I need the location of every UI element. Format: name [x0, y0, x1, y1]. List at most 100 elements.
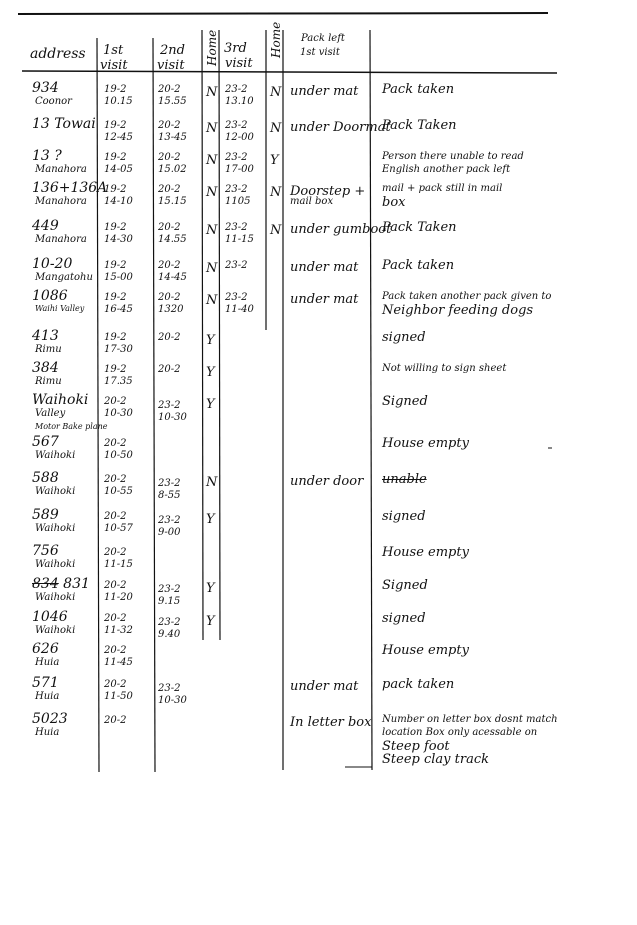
- row-address: Mangatohu: [35, 272, 93, 283]
- row-notes: Pack Taken: [382, 118, 457, 133]
- row-first-visit: 20-2: [104, 613, 127, 624]
- row-second-visit: 20-2: [158, 364, 181, 375]
- row-notes: House empty: [382, 643, 469, 658]
- row-address: 756: [32, 543, 59, 559]
- row-home-third: N: [270, 185, 282, 200]
- row-home-third: N: [270, 223, 282, 238]
- row-home-first: N: [206, 475, 218, 490]
- row-third-visit: 11-15: [225, 234, 254, 245]
- row-home-first: N: [206, 85, 218, 100]
- header-second-visit-sub: visit: [157, 58, 185, 73]
- row-notes: signed: [382, 509, 426, 524]
- row-address: 5023: [32, 711, 68, 727]
- row-pack-left: under mat: [290, 679, 359, 694]
- row-address: Manahora: [35, 164, 87, 175]
- row-second-visit: 13-45: [158, 132, 187, 143]
- row-notes: box: [382, 195, 406, 210]
- row-third-visit: 1105: [225, 196, 251, 207]
- row-second-visit: 23-2: [158, 400, 181, 411]
- row-second-visit: 15.55: [158, 96, 187, 107]
- row-first-visit: 11-15: [104, 559, 133, 570]
- header-pack-left-sub: 1st visit: [300, 47, 340, 58]
- row-first-visit: 16-45: [104, 304, 133, 315]
- row-home-first: N: [206, 153, 218, 168]
- row-second-visit: 14.55: [158, 234, 187, 245]
- row-first-visit: 10-30: [104, 408, 133, 419]
- row-pack-left: under mat: [290, 260, 359, 275]
- row-address: 13 ?: [32, 148, 62, 164]
- row-notes: location Box only acessable on: [382, 727, 538, 738]
- row-notes: Not willing to sign sheet: [382, 363, 507, 374]
- row-notes: mail + pack still in mail: [382, 183, 503, 194]
- row-address: Rimu: [35, 376, 62, 387]
- row-notes: Steep clay track: [382, 752, 489, 767]
- row-first-visit: 10-55: [104, 486, 133, 497]
- row-notes: signed: [382, 611, 426, 626]
- row-home-third: N: [270, 85, 282, 100]
- row-first-visit: 19-2: [104, 332, 127, 343]
- row-notes: Pack Taken: [382, 220, 457, 235]
- row-second-visit: 1320: [158, 304, 184, 315]
- row-first-visit: 20-2: [104, 474, 127, 485]
- row-home-first: Y: [206, 581, 215, 596]
- row-second-visit: 20-2: [158, 292, 181, 303]
- row-third-visit: 23-2: [225, 84, 248, 95]
- row-first-visit: 20-2: [104, 580, 127, 591]
- header-first-visit: 1st: [103, 43, 124, 58]
- row-third-visit: 23-2: [225, 152, 248, 163]
- row-address: 567: [32, 434, 59, 450]
- row-home-first: Y: [206, 512, 215, 527]
- row-pack-left: mail box: [290, 196, 334, 207]
- row-pack-left: Doorstep +: [290, 184, 366, 199]
- row-notes: Number on letter box dosnt match: [382, 714, 558, 725]
- row-notes: signed: [382, 330, 426, 345]
- row-first-visit: 20-2: [104, 511, 127, 522]
- row-second-visit: 20-2: [158, 84, 181, 95]
- row-first-visit: 17-30: [104, 344, 133, 355]
- row-notes: Pack taken: [382, 258, 455, 273]
- row-first-visit: 19-2: [104, 120, 127, 131]
- row-second-visit: 14-45: [158, 272, 187, 283]
- header-third-visit-sub: visit: [225, 56, 253, 71]
- row-address: Waihi Valley: [35, 304, 85, 313]
- row-second-visit: 20-2: [158, 332, 181, 343]
- row-notes: pack taken: [382, 677, 455, 692]
- row-address: Rimu: [35, 344, 62, 355]
- row-first-visit: 20-2: [104, 715, 127, 726]
- row-second-visit: 15.02: [158, 164, 187, 175]
- row-first-visit: 10-50: [104, 450, 133, 461]
- row-home-third: Y: [270, 153, 279, 168]
- row-address: Manahora: [35, 196, 87, 207]
- row-address: Motor Bake plane: [35, 422, 108, 431]
- header-first-visit-sub: visit: [100, 58, 128, 73]
- row-first-visit: 14-05: [104, 164, 133, 175]
- row-address: 571: [32, 675, 59, 691]
- row-second-visit: 23-2: [158, 584, 181, 595]
- row-second-visit: 9.15: [158, 596, 181, 607]
- row-first-visit: 19-2: [104, 364, 127, 375]
- row-home-first: Y: [206, 397, 215, 412]
- row-second-visit: 15.15: [158, 196, 187, 207]
- row-home-first: N: [206, 121, 218, 136]
- row-second-visit: 9.40: [158, 629, 181, 640]
- header-pack-left: Pack left: [301, 33, 345, 44]
- row-notes: Person there unable to read: [382, 151, 524, 162]
- row-second-visit: 9-00: [158, 527, 181, 538]
- row-address: Coonor: [35, 96, 72, 107]
- row-address: 626: [32, 641, 59, 657]
- row-first-visit: 19-2: [104, 292, 127, 303]
- row-address: Huia: [35, 727, 60, 738]
- row-second-visit: 20-2: [158, 184, 181, 195]
- row-address: 1086: [32, 288, 68, 304]
- row-second-visit: 8-55: [158, 490, 181, 501]
- header-second-visit: 2nd: [160, 43, 185, 58]
- row-notes: unable: [382, 472, 427, 487]
- row-first-visit: 20-2: [104, 645, 127, 656]
- row-third-visit: 12-00: [225, 132, 254, 143]
- row-address: Waihoki: [35, 450, 76, 461]
- row-notes: House empty: [382, 436, 469, 451]
- row-address: 413: [32, 328, 59, 344]
- row-first-visit: 10-57: [104, 523, 133, 534]
- row-first-visit: 12-45: [104, 132, 133, 143]
